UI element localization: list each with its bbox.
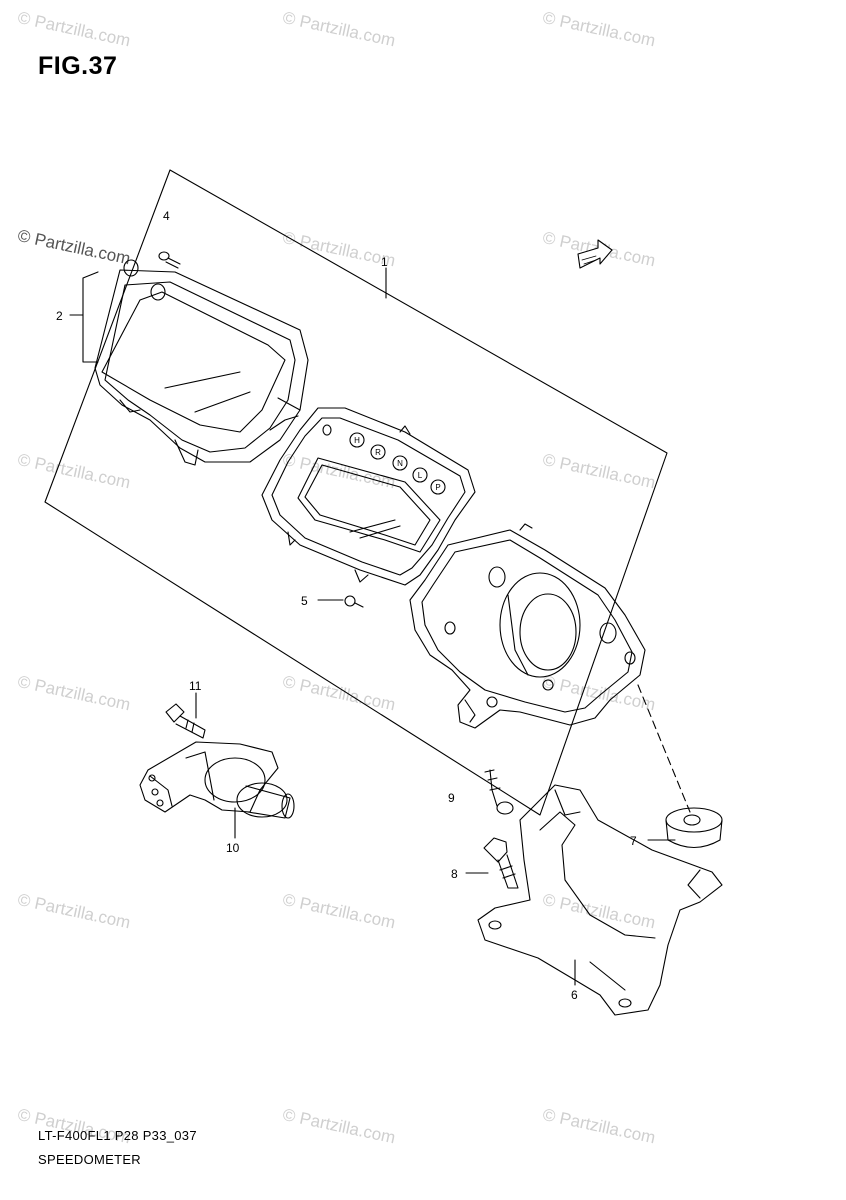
speed-sensor-10 bbox=[139, 741, 295, 819]
display-panel bbox=[261, 407, 476, 586]
callout-1: 1 bbox=[381, 255, 388, 269]
diagram-name: SPEEDOMETER bbox=[38, 1152, 141, 1167]
bolt-8 bbox=[483, 837, 519, 889]
callout-5: 5 bbox=[301, 594, 308, 608]
callout-4: 4 bbox=[163, 209, 170, 223]
upper-case-2 bbox=[94, 259, 309, 466]
callout-10: 10 bbox=[226, 841, 240, 855]
fwd-arrow-icon bbox=[577, 239, 613, 269]
bracket-6 bbox=[477, 784, 723, 1016]
leader-2 bbox=[69, 271, 99, 363]
callout-6: 6 bbox=[571, 988, 578, 1002]
callout-8: 8 bbox=[451, 867, 458, 881]
grommet-7 bbox=[665, 807, 723, 849]
diagram-code: LT-F400FL1 P28 P33_037 bbox=[38, 1128, 197, 1143]
gear-letter-p: P bbox=[435, 483, 440, 492]
lower-case bbox=[409, 523, 646, 729]
gear-letter-n: N bbox=[397, 459, 403, 468]
gear-letter-l: L bbox=[418, 471, 423, 480]
dashed-leader bbox=[637, 684, 691, 813]
bolt-11 bbox=[165, 703, 206, 739]
assembly-outline bbox=[44, 169, 668, 816]
gear-letter-h: H bbox=[354, 436, 360, 445]
screw-4 bbox=[158, 251, 181, 269]
screw-9 bbox=[484, 769, 514, 815]
callout-2: 2 bbox=[56, 309, 63, 323]
callout-11: 11 bbox=[189, 679, 202, 693]
callout-7: 7 bbox=[630, 834, 637, 848]
callout-9: 9 bbox=[448, 791, 455, 805]
figure-title: FIG.37 bbox=[38, 52, 118, 80]
screw-5 bbox=[317, 595, 364, 608]
gear-letter-r: R bbox=[375, 448, 381, 457]
